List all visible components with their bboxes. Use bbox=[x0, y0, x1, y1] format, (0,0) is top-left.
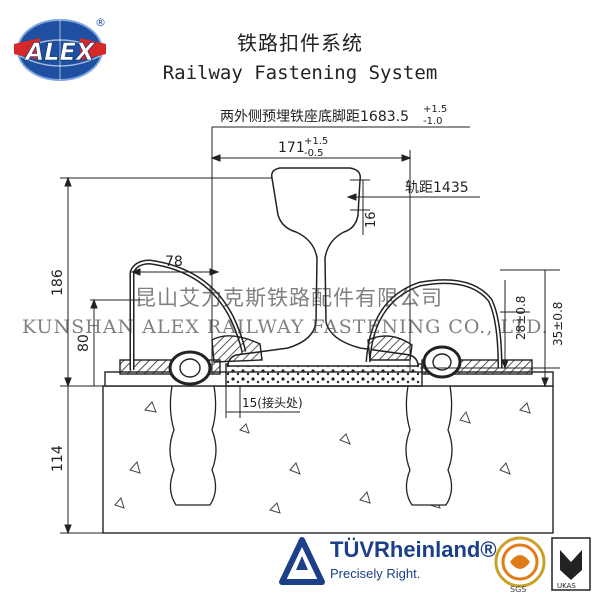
title-chinese: 铁路扣件系统 bbox=[237, 31, 363, 55]
dim-rail-head: 16 bbox=[364, 211, 379, 228]
dim-joint-gap: 15(接头处) bbox=[242, 395, 303, 410]
anchor-insert-right bbox=[405, 385, 453, 506]
dim-rail-seat-tol-minus: -0.5 bbox=[304, 148, 324, 159]
tuv-slogan: Precisely Right. bbox=[330, 566, 421, 581]
rail-clip-left bbox=[129, 259, 263, 386]
rail-clip-right bbox=[365, 279, 503, 379]
dim-28: 28±0.8 bbox=[514, 296, 528, 340]
tuv-brand-name: TÜVRheinland® bbox=[330, 537, 497, 562]
dim-clip-width: 78 bbox=[165, 254, 183, 270]
dim-clip-height: 80 bbox=[76, 334, 92, 352]
dim-gauge: 轨距1435 bbox=[405, 180, 469, 196]
dim-rail-seat: 171 bbox=[278, 140, 305, 156]
watermark-chinese: 昆山艾力克斯铁路配件有限公司 bbox=[135, 286, 443, 310]
dimension-lines bbox=[60, 126, 560, 535]
dim-35: 35±0.8 bbox=[551, 302, 565, 346]
watermark-english: KUNSHAN ALEX RAILWAY FASTENING CO., LTD. bbox=[22, 316, 549, 338]
anchor-insert-left bbox=[169, 385, 217, 506]
dim-rail-seat-tol-plus: +1.5 bbox=[304, 136, 328, 147]
dim-seat-spacing-tol-minus: -1.0 bbox=[423, 116, 443, 127]
dim-sleeper-height: 114 bbox=[50, 445, 66, 472]
dim-seat-spacing: 两外侧预埋铁座底脚距1683.5 bbox=[220, 109, 409, 125]
dimension-labels: 两外侧预埋铁座底脚距1683.5 +1.5 -1.0 171 +1.5 -0.5… bbox=[50, 104, 565, 472]
title-english: Railway Fastening System bbox=[162, 62, 438, 84]
dim-overall-height: 186 bbox=[50, 269, 66, 296]
dim-seat-spacing-tol-plus: +1.5 bbox=[423, 104, 447, 115]
